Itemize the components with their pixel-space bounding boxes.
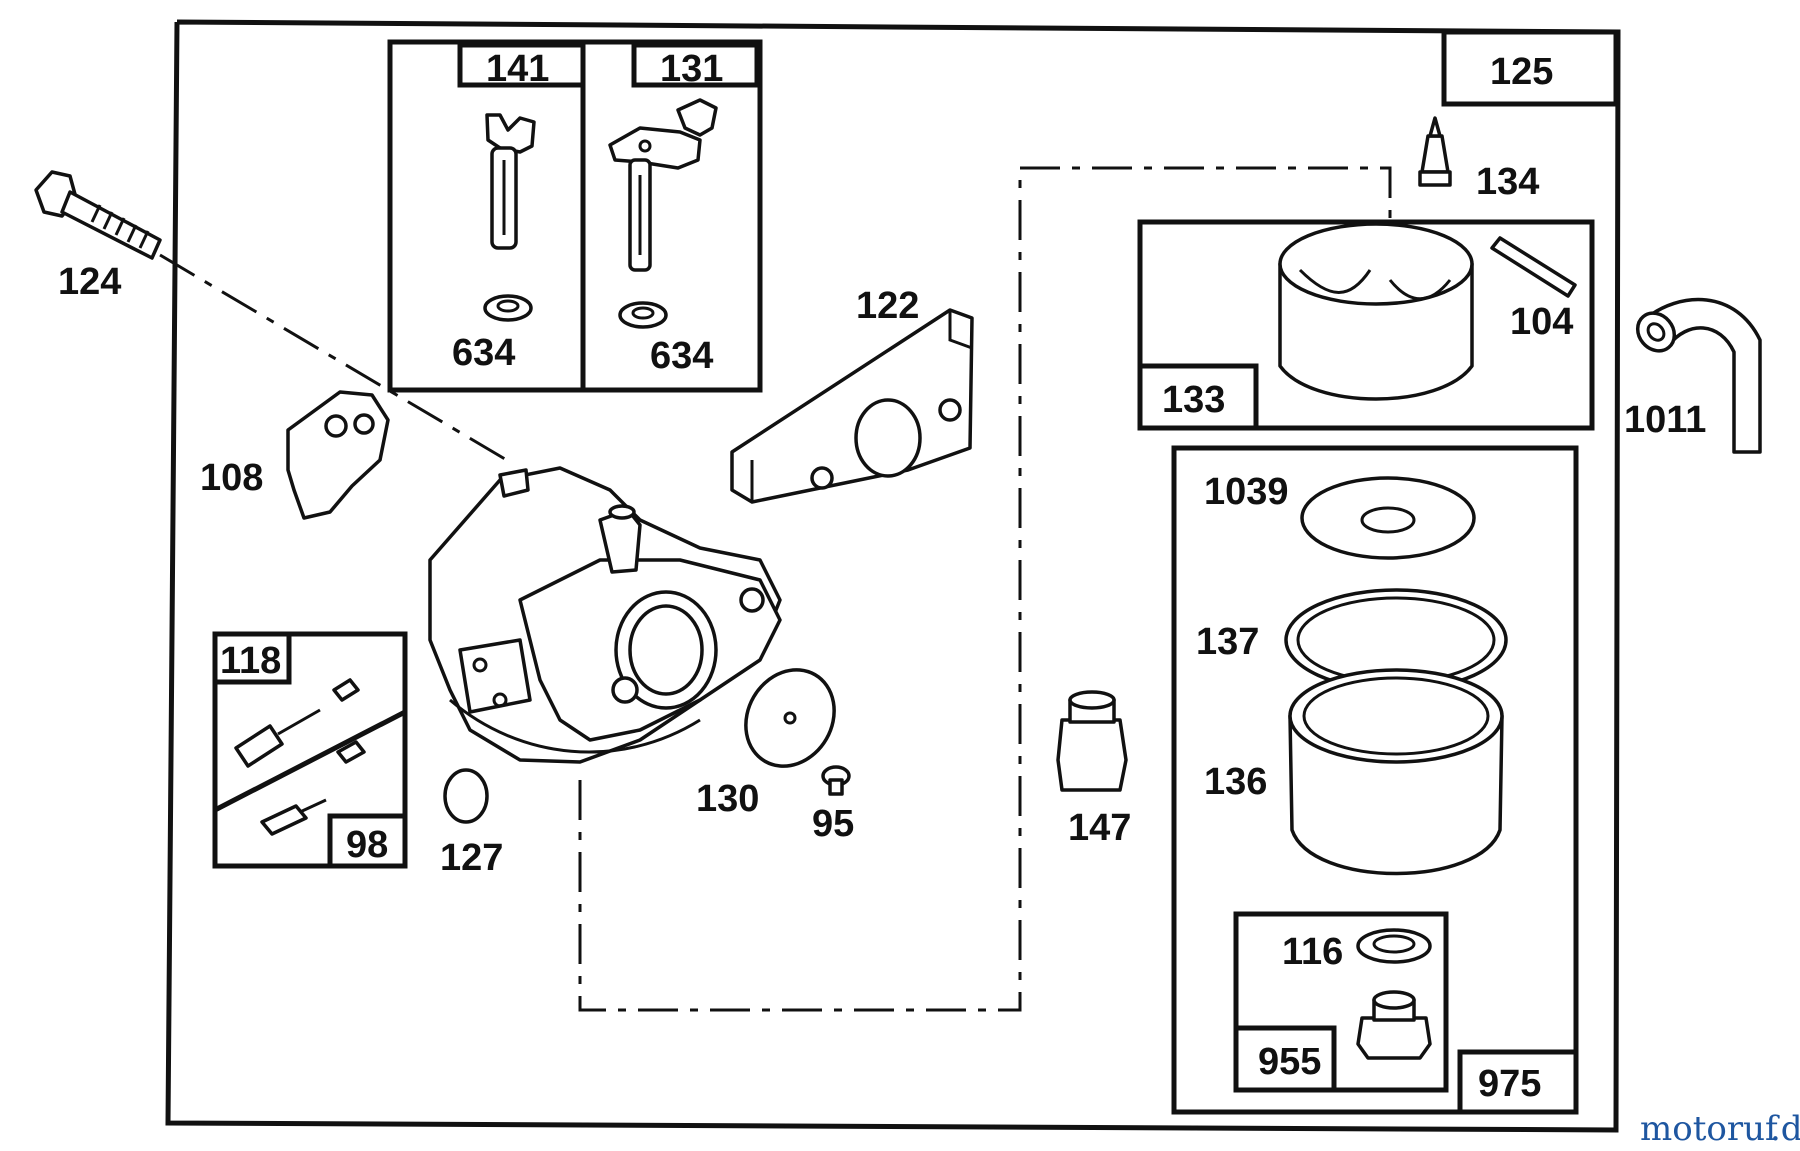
leader-routing xyxy=(578,166,1392,1012)
box-label-133: 133 xyxy=(1162,379,1225,421)
box-118-98-divider xyxy=(213,709,407,813)
valve-screw-icon xyxy=(821,765,851,796)
main-frame xyxy=(165,19,1621,1133)
part-label-127: 127 xyxy=(440,837,503,879)
box-141-131 xyxy=(387,39,763,393)
watermark-logo: motoruf .de xyxy=(1640,1109,1800,1149)
bowl-gasket-icon xyxy=(1300,476,1476,560)
inlet-needle-icon xyxy=(1418,116,1452,187)
part-label-136: 136 xyxy=(1204,761,1267,803)
washer-116-icon xyxy=(1356,928,1432,964)
box-label-131-frame xyxy=(631,42,760,88)
part-label-95: 95 xyxy=(812,803,854,845)
part-label-137: 137 xyxy=(1196,621,1259,663)
float-icon xyxy=(1278,222,1474,401)
box-label-975: 975 xyxy=(1478,1063,1541,1105)
part-label-108: 108 xyxy=(200,457,263,499)
part-label-134: 134 xyxy=(1476,161,1539,203)
box-133 xyxy=(1137,219,1595,431)
svg-text:motoruf: motoruf xyxy=(1640,1109,1780,1149)
box-label-131: 131 xyxy=(660,48,723,90)
box-label-133-frame xyxy=(1137,363,1259,431)
box-label-955: 955 xyxy=(1258,1041,1321,1083)
throttle-valve-icon xyxy=(744,668,836,768)
choke-shaft-icon xyxy=(485,113,536,250)
box-label-125-frame xyxy=(1441,29,1619,107)
hose-icon xyxy=(1635,297,1762,454)
part-label-1011: 1011 xyxy=(1624,399,1706,441)
fitting-icon xyxy=(1056,690,1128,792)
part-label-116: 116 xyxy=(1282,931,1343,973)
screw-icon xyxy=(34,170,162,260)
box-label-118-frame xyxy=(212,631,292,685)
box-label-141: 141 xyxy=(486,48,549,90)
part-label-104: 104 xyxy=(1510,301,1573,343)
svg-text:.de: .de xyxy=(1770,1109,1800,1149)
washer-icon-2 xyxy=(618,301,668,329)
throttle-shaft-icon xyxy=(608,98,718,272)
part-label-124: 124 xyxy=(58,261,121,303)
box-955 xyxy=(1233,911,1449,1093)
needle-screw-icon xyxy=(234,678,366,836)
welch-plug-icon xyxy=(443,768,489,824)
float-bowl-icon xyxy=(1288,668,1504,876)
part-label-634-left: 634 xyxy=(452,332,515,374)
box-label-118: 118 xyxy=(220,640,281,682)
part-label-634-right: 634 xyxy=(650,335,713,377)
part-label-122: 122 xyxy=(856,285,919,327)
washer-icon xyxy=(483,294,533,322)
carburetor-body-icon xyxy=(428,466,782,764)
box-label-975-frame xyxy=(1457,1049,1579,1115)
part-label-1039: 1039 xyxy=(1204,471,1289,513)
box-label-98-frame xyxy=(327,813,408,869)
box-118-98 xyxy=(212,631,408,869)
plate-icon xyxy=(286,390,390,520)
part-label-147: 147 xyxy=(1068,807,1131,849)
box-975 xyxy=(1171,445,1579,1115)
box-label-141-frame xyxy=(457,42,586,88)
part-label-130: 130 xyxy=(696,778,759,820)
gasket-icon xyxy=(730,308,974,504)
leader-124 xyxy=(159,253,511,464)
box-label-955-frame xyxy=(1233,1025,1337,1093)
float-pin-icon xyxy=(1490,236,1577,298)
box-label-98: 98 xyxy=(346,824,388,866)
box-label-125: 125 xyxy=(1490,51,1553,93)
bowl-nut-icon xyxy=(1356,990,1432,1060)
